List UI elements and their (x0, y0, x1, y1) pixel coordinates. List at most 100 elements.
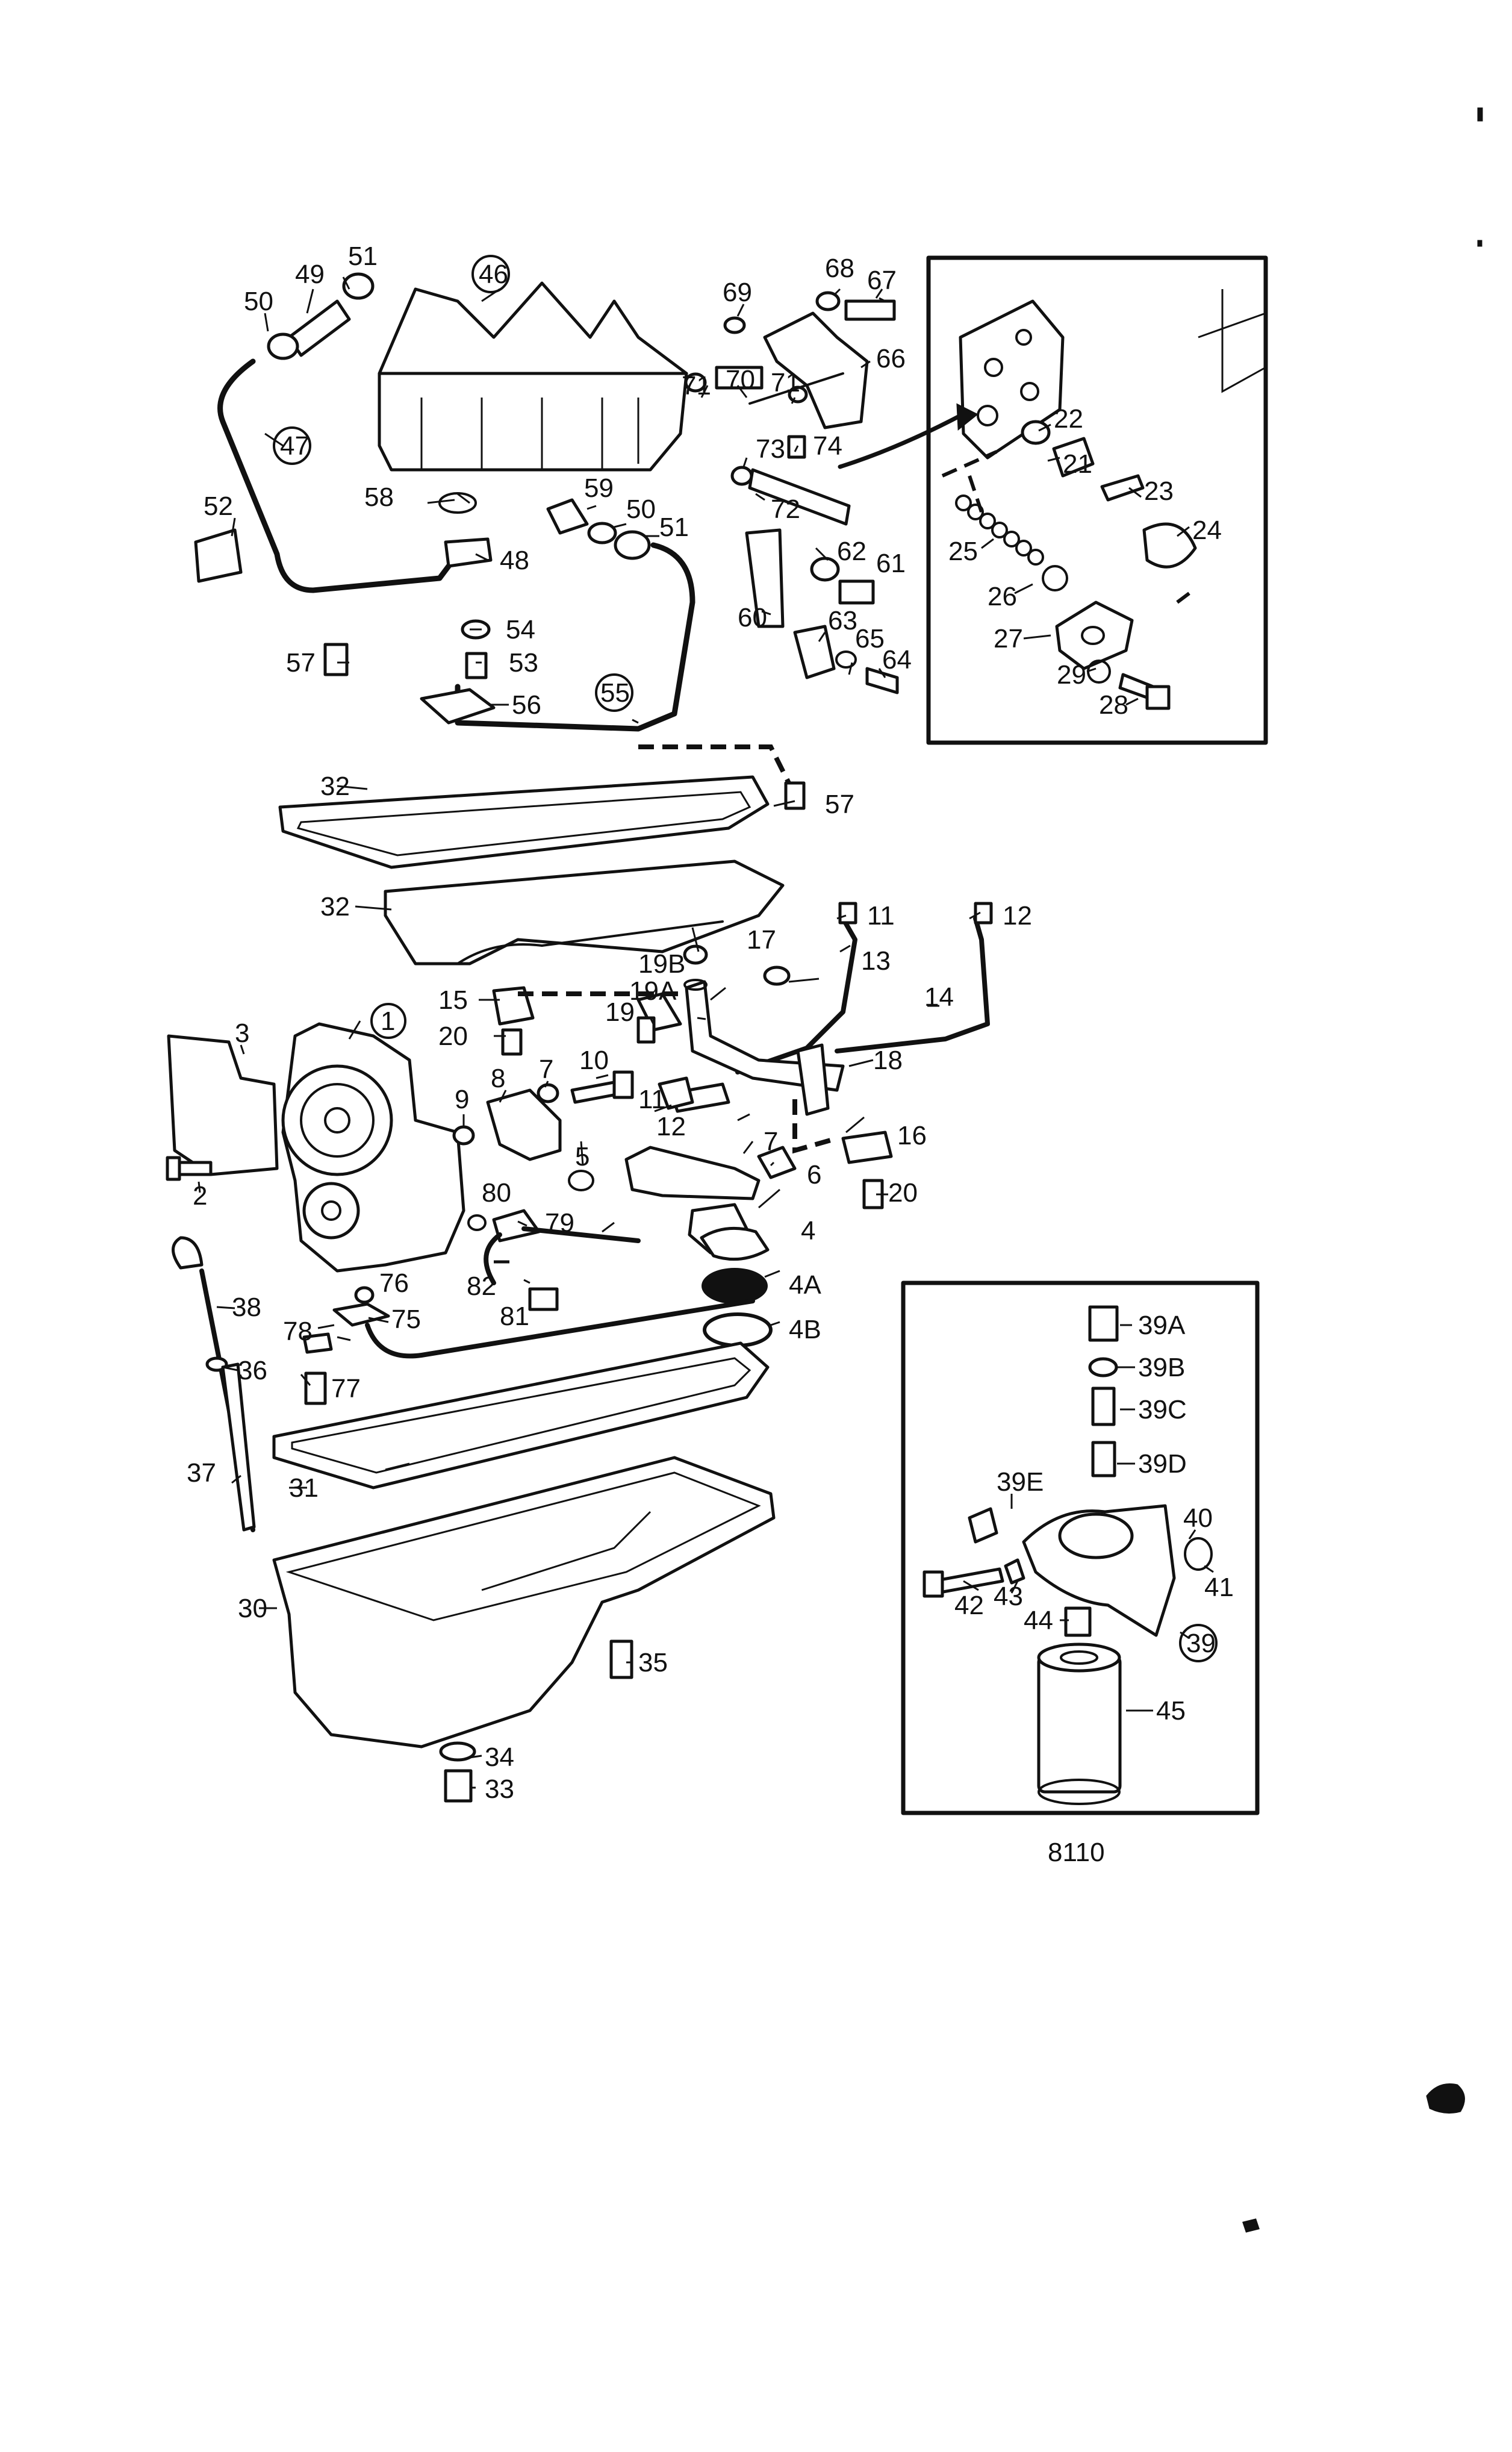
callout-14: 14 (924, 982, 954, 1012)
callout-9: 9 (455, 1085, 469, 1114)
callout-72: 72 (771, 494, 800, 524)
callout-62: 62 (837, 537, 866, 566)
callout-23: 23 (1144, 476, 1174, 506)
callout-5: 5 (575, 1142, 590, 1171)
spring-25 (955, 494, 1044, 566)
callout-11a: 11 (638, 1085, 666, 1114)
callout-39d: 39D (1138, 1449, 1187, 1479)
figure-number: 8110 (1048, 1838, 1105, 1867)
callout-7b: 7 (764, 1127, 778, 1156)
callout-41: 41 (1204, 1573, 1234, 1602)
callout-76: 76 (379, 1268, 409, 1298)
callout-25: 25 (948, 537, 978, 566)
callout-8: 8 (491, 1064, 505, 1093)
callout-4b: 4B (789, 1315, 821, 1344)
callout-13: 13 (861, 946, 891, 976)
callout-36: 36 (238, 1356, 267, 1385)
callout-51b: 51 (659, 513, 689, 542)
callout-71a: 71 (682, 371, 711, 401)
callout-29: 29 (1057, 660, 1086, 690)
callout-69: 69 (723, 278, 752, 307)
callout-19: 19 (605, 997, 635, 1027)
callout-66: 66 (876, 344, 906, 373)
callout-75: 75 (391, 1305, 421, 1334)
callout-2: 2 (193, 1181, 207, 1211)
callout-7a: 7 (539, 1055, 553, 1084)
scan-artifacts (1242, 107, 1483, 2233)
callout-30: 30 (238, 1594, 267, 1623)
callout-63: 63 (828, 606, 857, 635)
callout-79: 79 (545, 1208, 574, 1238)
callout-40: 40 (1183, 1503, 1213, 1533)
callout-labels: 1 2 3 4 4A 4B 5 6 7 7 8 9 10 11 11 12 12… (187, 242, 1234, 1867)
callout-43: 43 (994, 1582, 1023, 1611)
callout-34: 34 (485, 1742, 514, 1772)
callout-56: 56 (512, 690, 541, 720)
oil-pump-group (166, 902, 993, 1405)
callout-39c: 39C (1138, 1395, 1187, 1424)
callout-60: 60 (738, 603, 767, 632)
callout-52: 52 (204, 491, 233, 521)
callout-19b: 19B (638, 949, 685, 979)
callout-82: 82 (467, 1271, 496, 1301)
callout-10: 10 (579, 1046, 609, 1075)
callout-16: 16 (897, 1121, 927, 1150)
callout-46: 46 (479, 260, 508, 289)
callout-57b: 57 (825, 790, 854, 819)
lower-sump-assembly (172, 1236, 776, 1803)
callout-58: 58 (364, 482, 394, 512)
callout-57a: 57 (286, 648, 316, 678)
callout-73: 73 (756, 434, 785, 464)
callout-53: 53 (509, 648, 538, 678)
callout-6: 6 (807, 1160, 821, 1190)
callout-81: 81 (500, 1302, 529, 1331)
callout-44: 44 (1024, 1606, 1053, 1635)
callout-28: 28 (1099, 690, 1128, 720)
oil-filter-detail-inset (901, 1281, 1260, 1815)
callout-39e: 39E (997, 1467, 1044, 1497)
callout-39: 39 (1186, 1629, 1216, 1658)
callout-4: 4 (801, 1216, 815, 1246)
callout-31: 31 (289, 1473, 319, 1503)
callout-80: 80 (482, 1178, 511, 1208)
callout-35: 35 (638, 1648, 668, 1677)
callout-20a: 20 (438, 1022, 468, 1051)
callout-12b: 12 (1003, 901, 1032, 931)
callout-64: 64 (882, 645, 912, 675)
callout-77: 77 (331, 1374, 361, 1403)
callout-33: 33 (485, 1774, 514, 1804)
callout-74: 74 (813, 431, 842, 461)
callout-70: 70 (726, 365, 755, 395)
callout-3: 3 (235, 1019, 249, 1048)
relief-valve-detail-inset (838, 255, 1268, 745)
callout-61: 61 (876, 549, 906, 578)
upper-gasket-and-sump (278, 775, 806, 966)
callout-71b: 71 (771, 368, 800, 398)
callout-49: 49 (295, 260, 325, 289)
callout-1: 1 (381, 1006, 395, 1036)
callout-50a: 50 (244, 287, 273, 316)
callout-18: 18 (873, 1046, 903, 1075)
callout-27: 27 (994, 624, 1023, 654)
callout-22: 22 (1054, 404, 1083, 434)
callout-12a: 12 (656, 1112, 686, 1141)
callout-67: 67 (867, 266, 897, 295)
callout-20b: 20 (888, 1178, 918, 1208)
callout-59: 59 (584, 473, 614, 503)
callout-39b: 39B (1138, 1353, 1185, 1382)
callout-32b: 32 (320, 892, 350, 922)
callout-21: 21 (1063, 449, 1092, 479)
callout-37: 37 (187, 1458, 216, 1488)
upper-pan-assembly (194, 272, 899, 784)
callout-24: 24 (1192, 516, 1222, 545)
callout-47: 47 (280, 431, 310, 461)
callout-17: 17 (747, 925, 776, 955)
callout-51a: 51 (348, 242, 378, 271)
callout-42: 42 (954, 1591, 984, 1620)
callout-11b: 11 (867, 901, 895, 931)
callout-50b: 50 (626, 494, 656, 524)
callout-78: 78 (283, 1317, 313, 1346)
callout-38: 38 (232, 1293, 261, 1322)
callout-45: 45 (1156, 1696, 1186, 1726)
callout-55: 55 (600, 678, 630, 708)
